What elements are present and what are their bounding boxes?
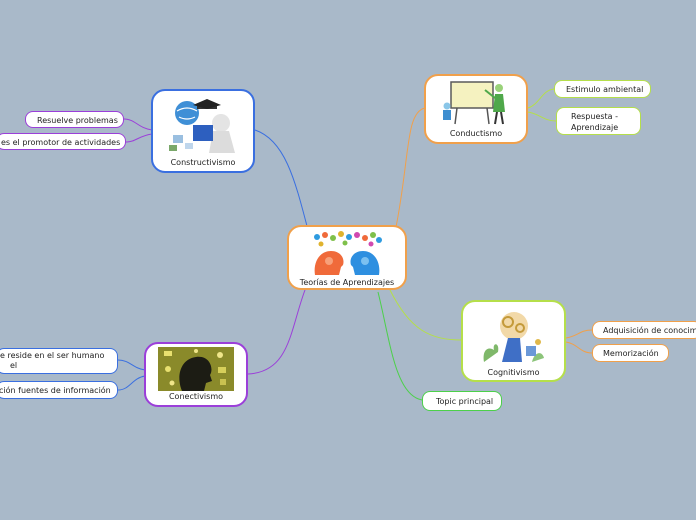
leaf-topic-principal[interactable]: Topic principal [422, 391, 502, 411]
node-conectivismo[interactable]: Conectivismo [144, 342, 248, 407]
computer-learning-icon [165, 95, 241, 155]
central-topic-label: Teorías de Aprendizajes [299, 278, 395, 287]
node-conductismo[interactable]: Conductismo [424, 74, 528, 144]
connector-reside [117, 359, 146, 371]
leaf-respuesta-line2: Aprendizaje [571, 123, 619, 132]
node-cognitivismo-label: Cognitivismo [487, 368, 540, 377]
leaf-reside-line1: e reside en el ser humano [0, 351, 105, 360]
leaf-respuesta-aprendizaje[interactable]: Respuesta - Aprendizaje [556, 107, 641, 135]
leaf-estimulo-ambiental[interactable]: Estimulo ambiental [554, 80, 651, 98]
leaf-reside-line2: el [10, 361, 18, 370]
leaf-memorizacion[interactable]: Memorización [592, 344, 669, 362]
connector-memorizacion [565, 341, 593, 354]
teacher-board-icon [439, 80, 513, 126]
leaf-promotor-actividades[interactable]: es el promotor de actividades [0, 133, 126, 150]
leaf-respuesta-line1: Respuesta - [571, 112, 618, 121]
connector-conectivismo [247, 289, 306, 375]
leaf-reside-ser-humano[interactable]: e reside en el ser humano el [0, 348, 118, 374]
connector-respuesta [527, 111, 557, 122]
node-conectivismo-label: Conectivismo [168, 392, 224, 401]
connector-cognitivismo [389, 289, 463, 341]
brain-gears-icon [475, 306, 552, 364]
node-cognitivismo[interactable]: Cognitivismo [461, 300, 566, 382]
connector-constructivismo [254, 129, 309, 231]
two-heads-ideas-icon [309, 231, 385, 275]
central-topic[interactable]: Teorías de Aprendizajes [287, 225, 407, 290]
connector-adquisicion [565, 329, 593, 339]
node-conductismo-label: Conductismo [449, 129, 503, 138]
connector-resuelve [123, 118, 153, 131]
leaf-fuentes-informacion[interactable]: ción fuentes de información [0, 381, 118, 399]
leaf-adquisicion-conocimiento[interactable]: Adquisición de conocimi [592, 321, 696, 339]
leaf-resuelve-problemas[interactable]: Resuelve problemas [25, 111, 124, 128]
node-constructivismo-label: Constructivismo [170, 158, 236, 167]
connector-promotor [125, 133, 153, 143]
connector-conductismo [394, 107, 426, 233]
connector-topic [377, 291, 423, 401]
node-constructivismo[interactable]: Constructivismo [151, 89, 255, 173]
connector-estimulo [527, 88, 555, 109]
connector-fuentes [117, 375, 146, 391]
head-network-icon [158, 347, 234, 391]
